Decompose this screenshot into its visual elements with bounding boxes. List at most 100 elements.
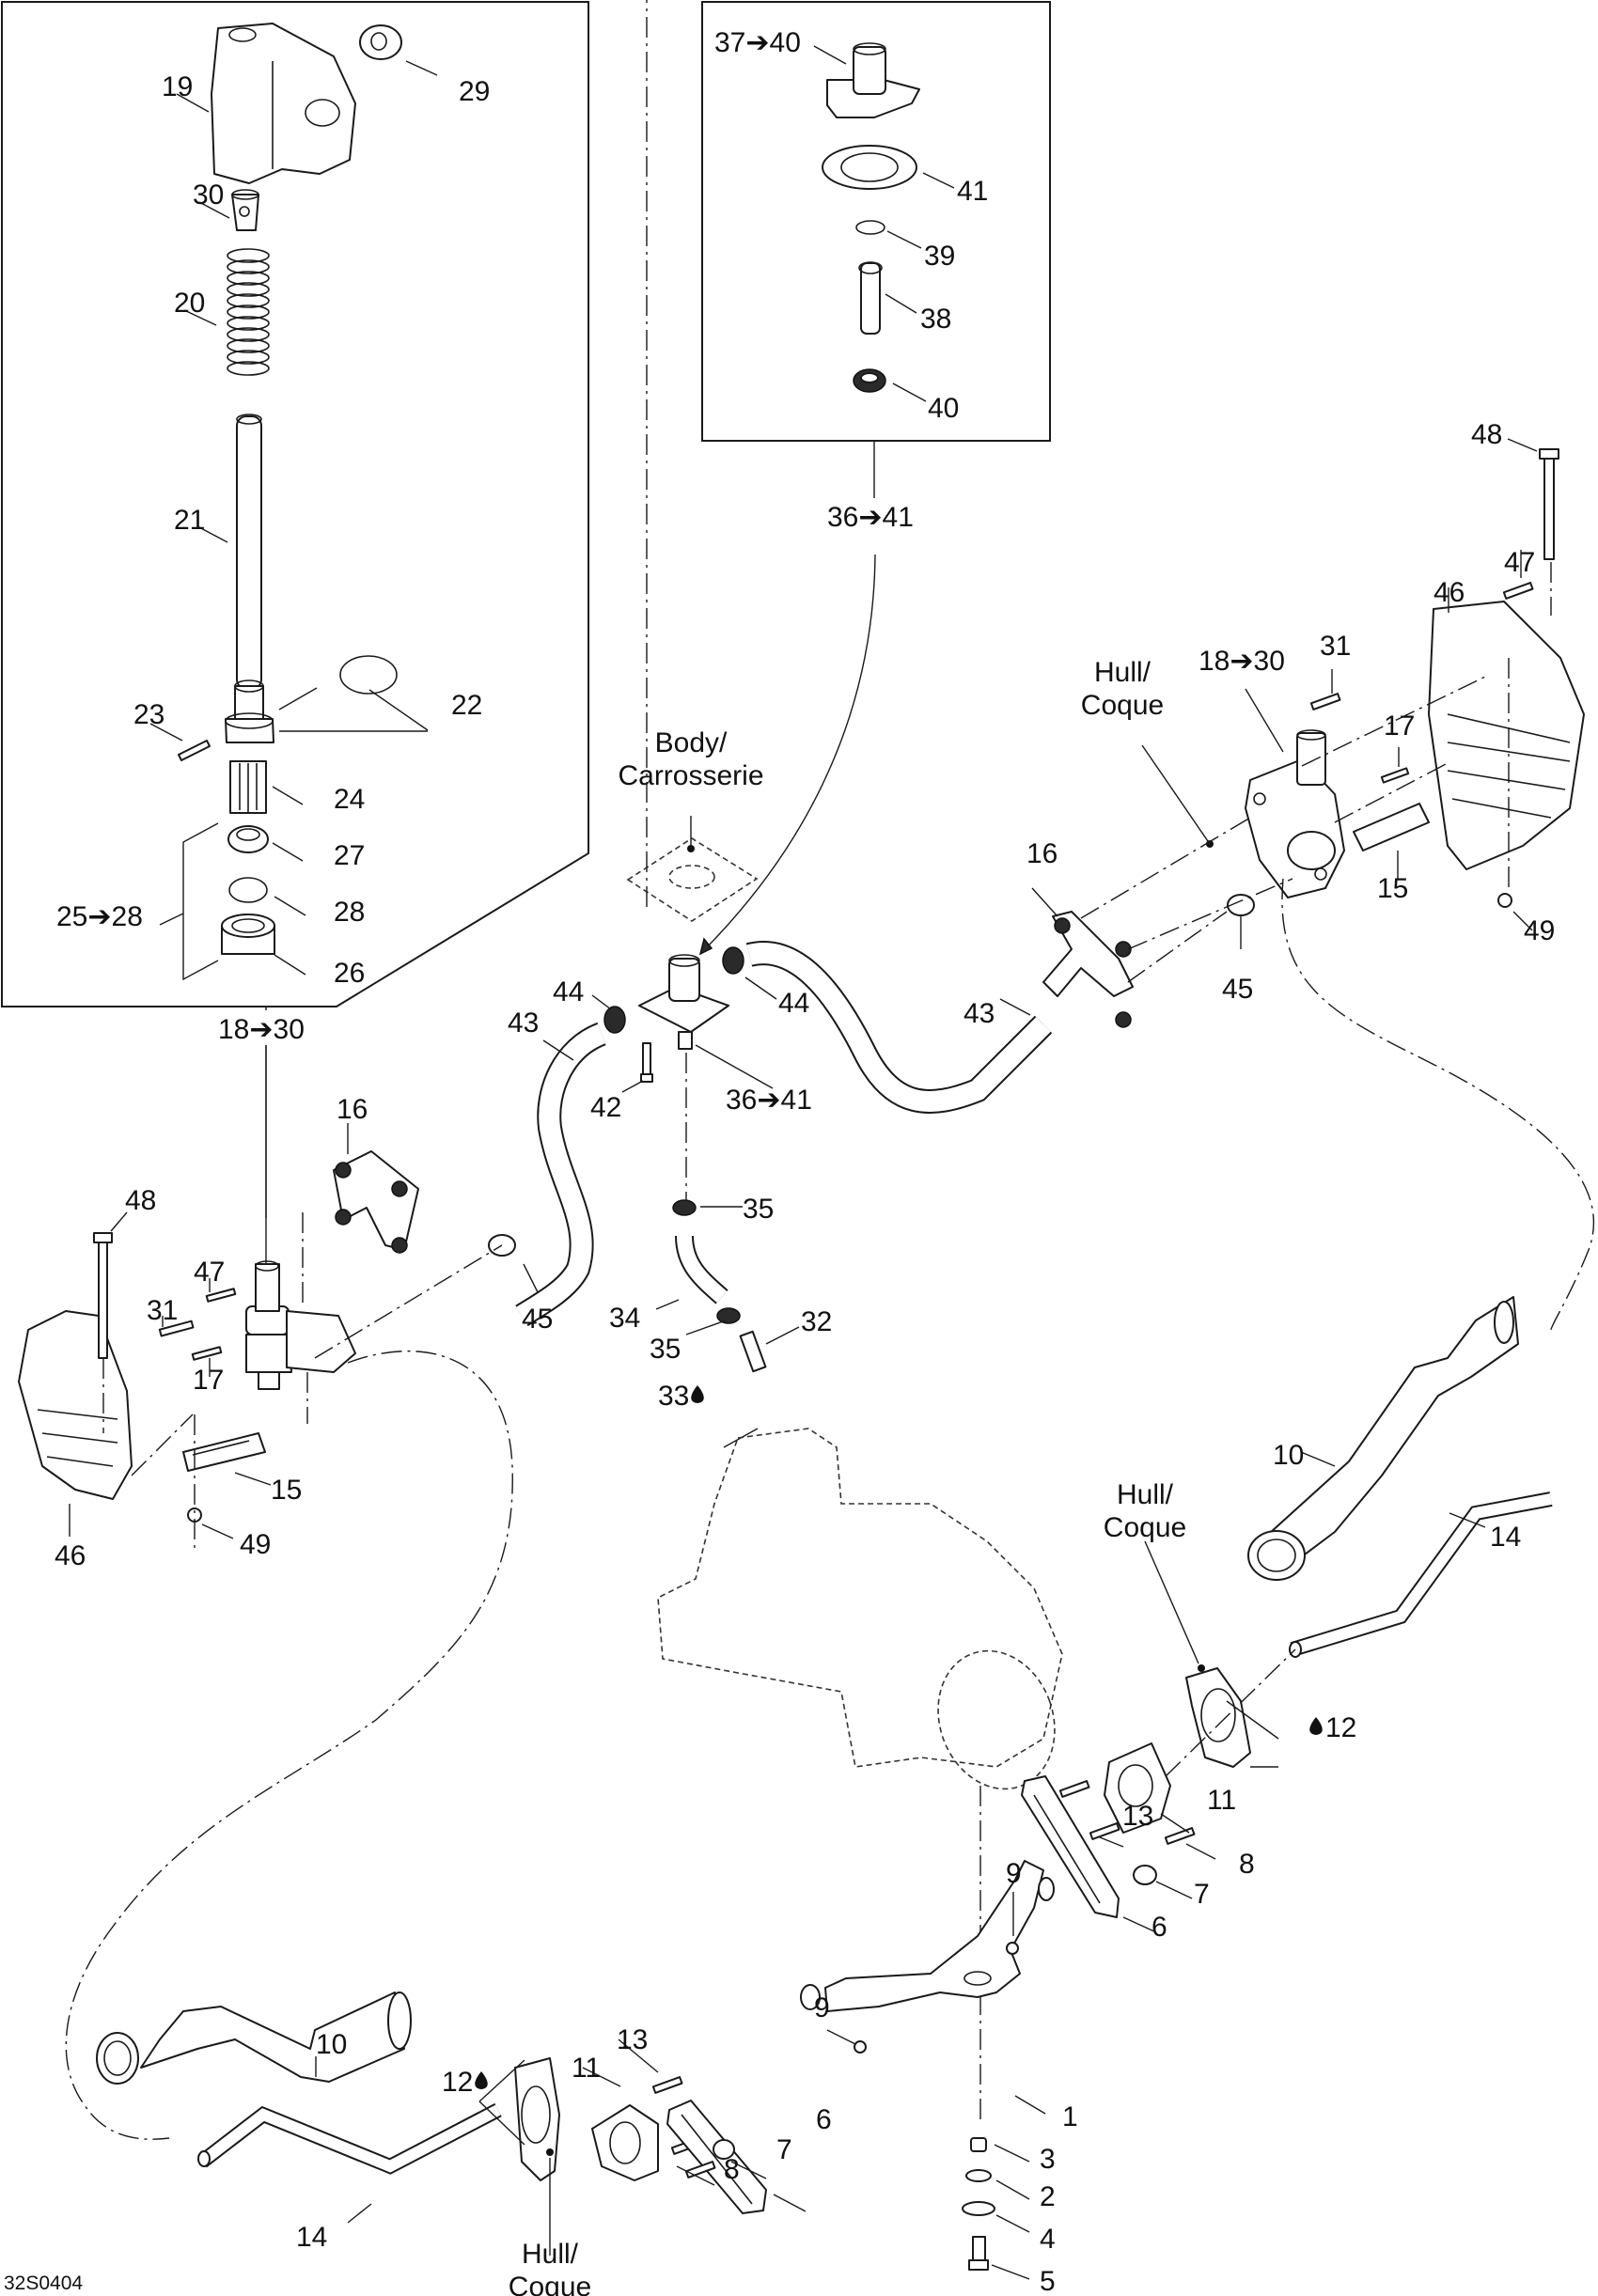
callout-12: 12 bbox=[442, 2067, 473, 2098]
part-44-clamps bbox=[603, 946, 744, 1034]
part-23-pin bbox=[178, 740, 211, 761]
spring-coil bbox=[227, 293, 270, 308]
callout-9: 9 bbox=[1006, 1858, 1022, 1889]
leaders-center-lower bbox=[826, 1892, 1046, 2280]
part-10-left-boot bbox=[96, 1991, 412, 2085]
callout-47: 47 bbox=[194, 1257, 225, 1288]
callout-48: 48 bbox=[125, 1185, 156, 1216]
callout-44: 44 bbox=[778, 988, 809, 1019]
callout-11: 11 bbox=[1207, 1785, 1236, 1816]
callout-21: 21 bbox=[174, 505, 205, 536]
callout-34: 34 bbox=[609, 1303, 640, 1334]
callout-30: 30 bbox=[193, 180, 224, 211]
callout-17: 17 bbox=[193, 1365, 224, 1396]
callout-46: 46 bbox=[55, 1540, 86, 1571]
callout-49: 49 bbox=[240, 1529, 271, 1560]
callout-43: 43 bbox=[508, 1007, 539, 1039]
callout-8: 8 bbox=[1239, 1849, 1255, 1880]
callout-40: 40 bbox=[928, 393, 959, 424]
part-36-41-valve-assembly bbox=[638, 954, 729, 1203]
part-9-nuts bbox=[854, 1942, 1019, 2054]
part-6-7-8-left-arm bbox=[666, 2100, 767, 2214]
callout-32: 32 bbox=[801, 1306, 832, 1337]
callout-8: 8 bbox=[724, 2154, 740, 2185]
callout-14: 14 bbox=[1490, 1522, 1521, 1553]
callout-20: 20 bbox=[174, 288, 205, 319]
range-callout-36-41: 36➔41 bbox=[726, 1085, 812, 1116]
reference-label-body-line2: Carrosserie bbox=[618, 760, 763, 791]
leaders-center bbox=[542, 976, 800, 1448]
callout-6: 6 bbox=[1152, 1912, 1167, 1943]
callout-33: 33 bbox=[658, 1381, 689, 1412]
reference-label-hull_top-line1: Hull/ bbox=[1094, 657, 1152, 688]
spring-coil bbox=[227, 338, 270, 353]
part-2-3-4-5-pivot-stack bbox=[962, 2137, 995, 2271]
top-detail-frame bbox=[698, 1, 1051, 956]
callout-35: 35 bbox=[650, 1334, 681, 1365]
reference-label-hull_top-line2: Coque bbox=[1081, 690, 1164, 721]
callout-6: 6 bbox=[816, 2104, 832, 2135]
callout-38: 38 bbox=[920, 304, 951, 335]
callout-layer: 1234566778899101011111212131314141515161… bbox=[4, 27, 1555, 2296]
callout-17: 17 bbox=[1384, 711, 1415, 742]
callout-43: 43 bbox=[964, 998, 995, 1029]
range-callout-18-30: 18➔30 bbox=[1198, 646, 1285, 677]
callout-14: 14 bbox=[296, 2222, 327, 2253]
callout-29: 29 bbox=[459, 76, 490, 107]
part-24-splined-sleeve bbox=[229, 760, 267, 814]
part-14-left-hose bbox=[197, 2102, 502, 2175]
part-22-ring-and-collar bbox=[225, 655, 398, 743]
reference-label-hull_bottom-line2: Coque bbox=[509, 2272, 591, 2296]
leaders-left-assembly bbox=[69, 1045, 539, 1551]
part-1-reverse-arm bbox=[800, 1860, 1055, 2012]
part-21-tube bbox=[236, 414, 262, 690]
part-47-31-17-left-screws bbox=[158, 1288, 237, 1361]
callout-45: 45 bbox=[1222, 974, 1253, 1005]
sealant-drop-icon bbox=[475, 2071, 488, 2089]
part-12-11-13-right-flange bbox=[1058, 1648, 1296, 1840]
callout-13: 13 bbox=[1122, 1801, 1153, 1832]
spring-coil bbox=[227, 327, 270, 342]
part-43-hoses bbox=[515, 941, 1053, 1327]
part-39-o-ring bbox=[855, 220, 885, 235]
callout-11: 11 bbox=[572, 2053, 601, 2084]
callout-4: 4 bbox=[1040, 2224, 1056, 2255]
spring-coil bbox=[227, 350, 270, 365]
leaders-right-lower bbox=[1099, 1451, 1486, 1933]
part-49-right-nut bbox=[1497, 893, 1512, 908]
callout-10: 10 bbox=[1273, 1440, 1304, 1471]
leaders-left-box bbox=[149, 60, 438, 981]
part-47-31-17-right-screws bbox=[1309, 582, 1534, 784]
sealant-drop-icon bbox=[1309, 1717, 1323, 1735]
callout-27: 27 bbox=[334, 840, 365, 871]
spring-coil bbox=[227, 361, 270, 376]
callout-47: 47 bbox=[1504, 547, 1535, 578]
reference-label-body-line1: Body/ bbox=[655, 727, 728, 758]
jet-pump-housing-phantom bbox=[657, 1428, 1063, 2124]
callout-28: 28 bbox=[334, 897, 365, 928]
part-46-left-cover bbox=[18, 1310, 133, 1500]
spring-coil bbox=[227, 316, 270, 331]
callout-9: 9 bbox=[814, 1992, 830, 2023]
callout-45: 45 bbox=[522, 1304, 553, 1335]
callout-23: 23 bbox=[133, 699, 164, 730]
callout-5: 5 bbox=[1040, 2266, 1056, 2296]
callout-35: 35 bbox=[743, 1194, 774, 1225]
callout-7: 7 bbox=[1194, 1879, 1210, 1910]
callout-44: 44 bbox=[553, 976, 584, 1007]
spring-coil bbox=[227, 282, 270, 297]
callout-15: 15 bbox=[271, 1475, 302, 1506]
leaders-right-assembly bbox=[999, 438, 1552, 1016]
part-40-nut bbox=[853, 368, 886, 393]
callout-49: 49 bbox=[1524, 915, 1555, 946]
callout-16: 16 bbox=[1026, 838, 1058, 869]
callout-22: 22 bbox=[451, 690, 482, 721]
part-15-left-shaft bbox=[182, 1432, 266, 1472]
range-callout-25-28: 25➔28 bbox=[56, 901, 143, 932]
callout-24: 24 bbox=[334, 784, 365, 815]
callout-31: 31 bbox=[1320, 631, 1351, 662]
callout-19: 19 bbox=[162, 71, 193, 102]
callout-46: 46 bbox=[1434, 577, 1465, 608]
part-27-nut bbox=[227, 825, 269, 853]
